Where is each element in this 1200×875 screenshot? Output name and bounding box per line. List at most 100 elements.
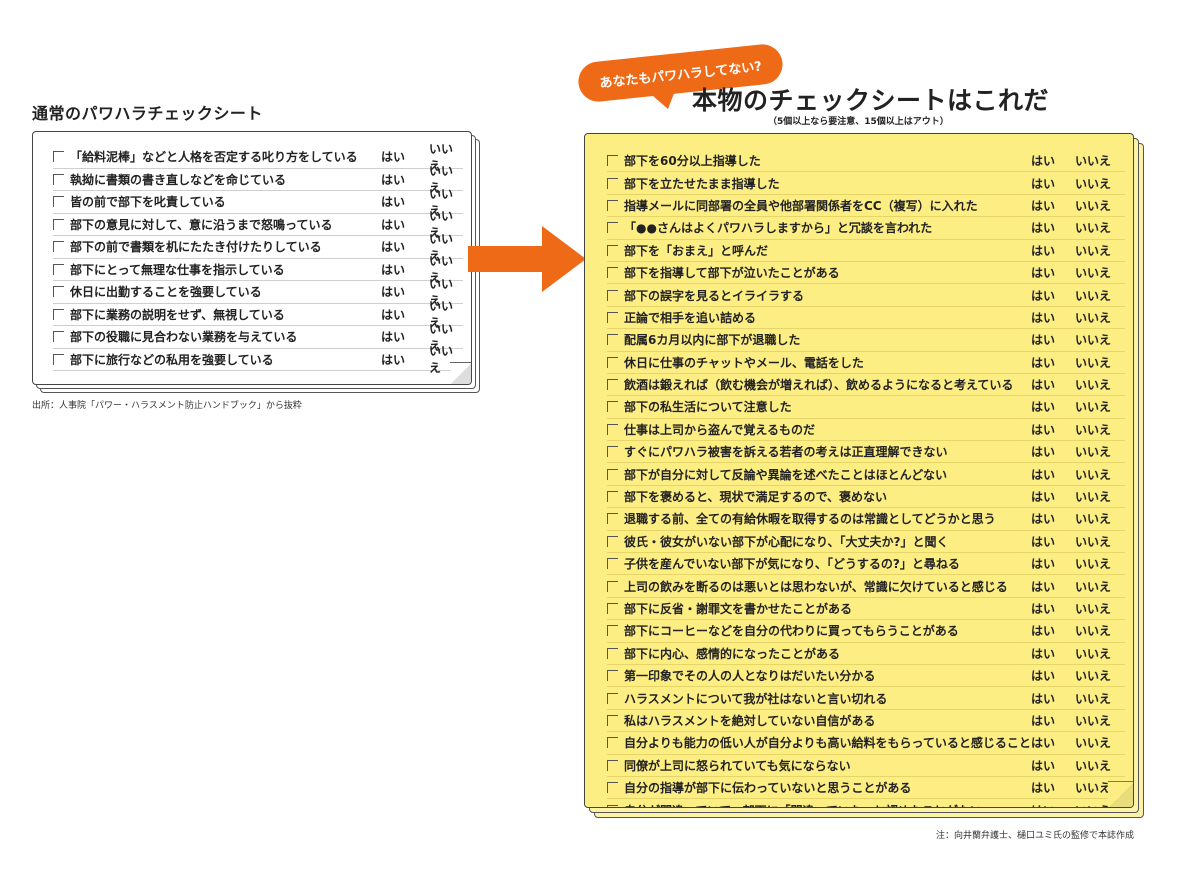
yes-option[interactable]: はい	[1031, 802, 1075, 807]
no-option[interactable]: いいえ	[429, 141, 454, 173]
no-option[interactable]: いいえ	[1075, 736, 1112, 751]
checkbox[interactable]	[607, 311, 618, 323]
no-option[interactable]: いいえ	[1075, 445, 1112, 460]
no-option[interactable]: いいえ	[1075, 646, 1112, 661]
checkbox[interactable]	[607, 401, 618, 413]
yes-option[interactable]: はい	[1031, 534, 1056, 549]
yes-option[interactable]: はい	[1031, 198, 1056, 213]
checkbox[interactable]	[53, 173, 64, 185]
yes-option[interactable]: はい	[1031, 333, 1056, 348]
no-option[interactable]: いいえ	[1075, 333, 1112, 348]
no-option[interactable]: いいえ	[429, 344, 454, 376]
no-option[interactable]: いいえ	[1075, 512, 1112, 527]
checkbox[interactable]	[607, 714, 618, 726]
no-option[interactable]: いいえ	[1075, 691, 1112, 706]
no-option[interactable]: いいえ	[1075, 758, 1112, 773]
checkbox[interactable]	[607, 244, 618, 256]
no-option[interactable]: いいえ	[1075, 602, 1112, 616]
no-option[interactable]: いいえ	[429, 231, 454, 263]
no-option[interactable]: いいえ	[1075, 310, 1112, 325]
checkbox[interactable]	[53, 331, 64, 343]
checkbox[interactable]	[607, 513, 618, 525]
checkbox[interactable]	[607, 155, 618, 167]
checkbox[interactable]	[607, 692, 618, 704]
yes-option[interactable]: はい	[1031, 467, 1056, 482]
no-option[interactable]: いいえ	[1075, 243, 1112, 258]
yes-option[interactable]: はい	[1031, 288, 1056, 303]
yes-option[interactable]: はい	[381, 195, 406, 210]
yes-option[interactable]: はい	[381, 307, 406, 322]
checkbox[interactable]	[53, 286, 64, 298]
checkbox[interactable]	[53, 263, 64, 275]
checkbox[interactable]	[53, 241, 64, 253]
yes-option[interactable]: はい	[1031, 310, 1056, 325]
yes-option[interactable]: はい	[1031, 243, 1056, 258]
no-option[interactable]: いいえ	[429, 186, 454, 218]
yes-option[interactable]: はい	[1031, 422, 1056, 437]
checkbox[interactable]	[607, 334, 618, 346]
yes-option[interactable]: はい	[1031, 445, 1056, 460]
no-option[interactable]: いいえ	[429, 209, 454, 241]
no-option[interactable]: いいえ	[1075, 400, 1112, 415]
checkbox[interactable]	[607, 267, 618, 279]
checkbox[interactable]	[607, 759, 618, 771]
no-option[interactable]: いいえ	[1075, 221, 1112, 236]
yes-option[interactable]: はい	[381, 240, 406, 255]
no-option[interactable]: いいえ	[1075, 176, 1112, 191]
checkbox[interactable]	[607, 535, 618, 547]
no-option[interactable]: いいえ	[1075, 467, 1112, 482]
no-option[interactable]: いいえ	[1075, 378, 1112, 393]
no-option[interactable]: いいえ	[1075, 198, 1112, 213]
no-option[interactable]: いいえ	[429, 321, 454, 353]
checkbox[interactable]	[53, 151, 64, 163]
no-option[interactable]: いいえ	[429, 254, 454, 286]
yes-option[interactable]: はい	[381, 217, 406, 232]
checkbox[interactable]	[607, 468, 618, 480]
checkbox[interactable]	[607, 289, 618, 301]
yes-option[interactable]: はい	[381, 172, 406, 187]
no-option[interactable]: いいえ	[1075, 713, 1112, 728]
no-option[interactable]: いいえ	[1075, 557, 1112, 572]
checkbox[interactable]	[607, 199, 618, 211]
yes-option[interactable]: はい	[1031, 154, 1056, 169]
yes-option[interactable]: はい	[1031, 624, 1056, 639]
yes-option[interactable]: はい	[381, 285, 406, 300]
checkbox[interactable]	[53, 196, 64, 208]
no-option[interactable]: いいえ	[1075, 154, 1112, 169]
yes-option[interactable]: はい	[1031, 490, 1056, 505]
checkbox[interactable]	[607, 603, 618, 614]
yes-option[interactable]: はい	[381, 150, 406, 165]
checkbox[interactable]	[607, 222, 618, 234]
yes-option[interactable]: はい	[381, 330, 406, 345]
checkbox[interactable]	[607, 491, 618, 503]
yes-option[interactable]: はい	[1031, 691, 1056, 706]
checkbox[interactable]	[607, 580, 618, 592]
no-option[interactable]: いいえ	[1075, 534, 1112, 549]
no-option[interactable]: いいえ	[1075, 781, 1112, 796]
yes-option[interactable]: はい	[1031, 602, 1056, 616]
no-option[interactable]: いいえ	[1075, 266, 1112, 281]
yes-option[interactable]: はい	[1031, 400, 1056, 415]
yes-option[interactable]: はい	[1031, 266, 1056, 281]
yes-option[interactable]: はい	[1031, 713, 1056, 728]
checkbox[interactable]	[607, 625, 618, 637]
no-option[interactable]: いいえ	[1075, 490, 1112, 505]
yes-option[interactable]: はい	[1031, 758, 1056, 773]
yes-option[interactable]: はい	[1031, 176, 1056, 191]
no-option[interactable]: いいえ	[429, 299, 454, 331]
checkbox[interactable]	[607, 177, 618, 189]
yes-option[interactable]: はい	[1031, 646, 1056, 661]
no-option[interactable]: いいえ	[1075, 802, 1125, 807]
checkbox[interactable]	[53, 353, 64, 365]
yes-option[interactable]: はい	[1031, 736, 1056, 751]
checkbox[interactable]	[607, 804, 618, 807]
no-option[interactable]: いいえ	[429, 276, 454, 308]
checkbox[interactable]	[607, 558, 618, 570]
checkbox[interactable]	[607, 446, 618, 458]
checkbox[interactable]	[607, 423, 618, 435]
yes-option[interactable]: はい	[381, 352, 406, 367]
no-option[interactable]: いいえ	[1075, 422, 1112, 437]
checkbox[interactable]	[53, 218, 64, 230]
yes-option[interactable]: はい	[1031, 512, 1056, 527]
yes-option[interactable]: はい	[1031, 221, 1056, 236]
